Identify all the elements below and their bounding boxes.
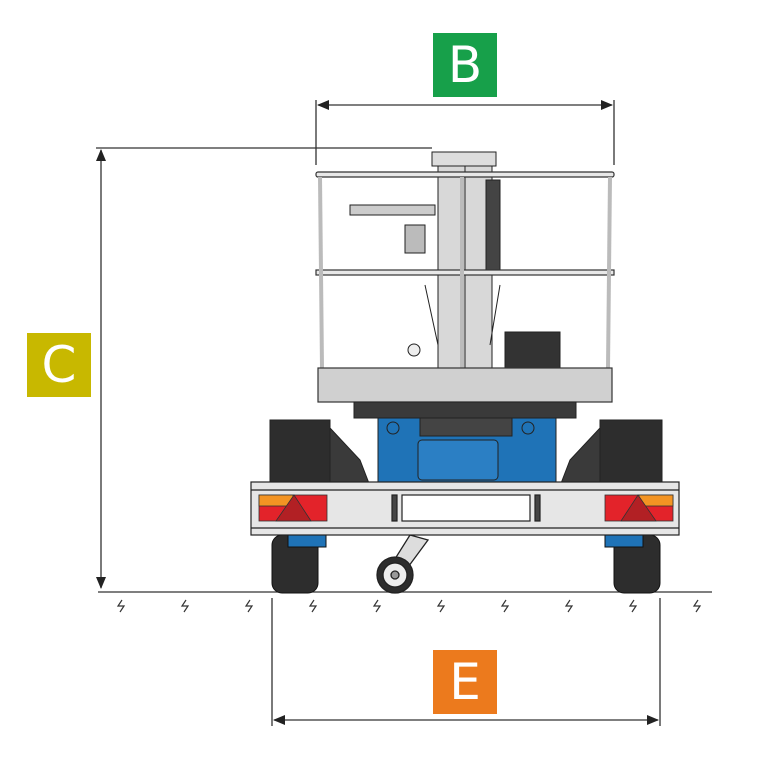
tail-light-right bbox=[604, 494, 674, 522]
dimension-e-line bbox=[271, 598, 661, 726]
dimension-label-e: E bbox=[433, 650, 497, 714]
dimension-b-line bbox=[315, 100, 615, 165]
dimension-label-c: C bbox=[27, 333, 91, 397]
jockey-wheel bbox=[376, 534, 430, 594]
basket bbox=[315, 171, 615, 403]
mast bbox=[349, 151, 561, 373]
chassis bbox=[269, 401, 663, 487]
tail-light-left bbox=[258, 494, 328, 522]
wheels bbox=[271, 534, 661, 594]
ground-line bbox=[98, 591, 712, 613]
dimension-c-line bbox=[96, 147, 432, 589]
dimension-label-b: B bbox=[433, 33, 497, 97]
